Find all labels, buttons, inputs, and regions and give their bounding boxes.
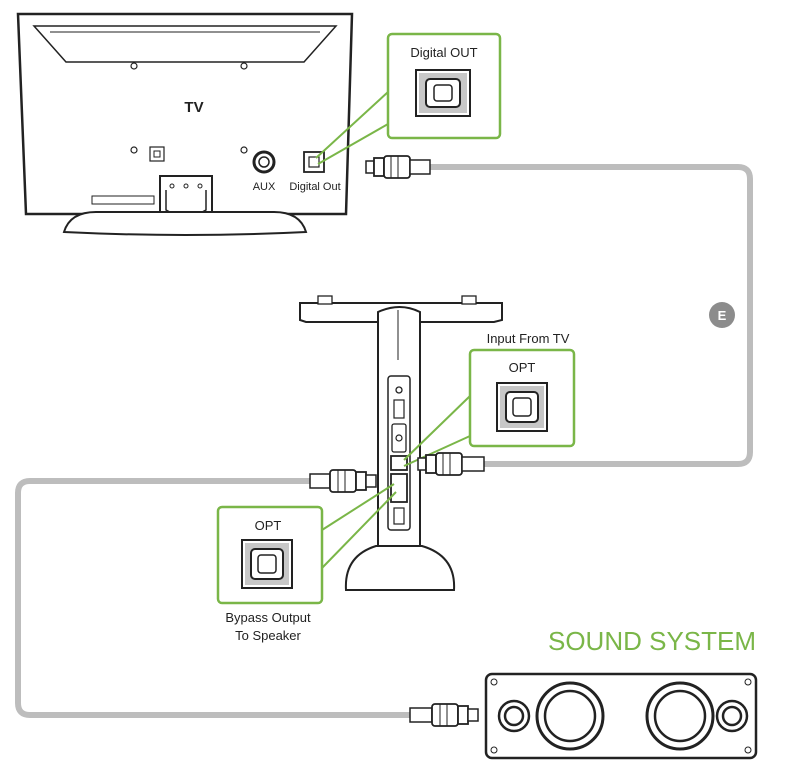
input-from-tv-caption: Input From TV	[487, 331, 570, 346]
transmitter-port-panel	[387, 375, 411, 531]
sound-system-speaker	[484, 672, 758, 760]
tv-digital-out-label: Digital Out	[289, 181, 340, 193]
callout-leader	[403, 435, 471, 467]
optical-plug-tv-end	[365, 155, 431, 179]
tv-optical-port-icon	[303, 151, 325, 173]
optical-port-icon	[415, 69, 471, 117]
optical-port-icon	[496, 382, 548, 432]
bypass-opt-label: OPT	[255, 518, 282, 533]
tv-label: TV	[184, 99, 203, 116]
speaker-woofer-icon	[535, 681, 605, 751]
callout-input-from-tv: Input From TV OPT	[403, 331, 576, 467]
tv-screws	[130, 62, 248, 154]
aux-port-icon	[252, 150, 276, 174]
aux-label: AUX	[253, 181, 276, 193]
bypass-caption-line1: Bypass Output	[225, 610, 311, 625]
callout-leader	[321, 491, 397, 569]
callout-digital-out-label: Digital OUT	[410, 45, 477, 60]
callout-leader	[317, 123, 389, 165]
optical-port-icon	[241, 539, 293, 589]
input-opt-label: OPT	[509, 360, 536, 375]
optical-plug-sound-system	[409, 703, 479, 727]
speaker-tweeter-icon	[497, 699, 531, 733]
optical-plug-transmitter-output	[309, 469, 377, 493]
cables	[15, 164, 753, 718]
cable-badge-label: E	[718, 308, 727, 323]
callout-leader	[403, 395, 471, 461]
callout-leader	[315, 91, 389, 159]
tv-stand	[62, 175, 308, 236]
tv-vent	[91, 195, 155, 205]
sound-system-title: SOUND SYSTEM	[548, 626, 756, 656]
optical-cable-e	[427, 164, 753, 467]
callout-leader	[321, 483, 395, 531]
callout-tv-digital-out: Digital OUT	[315, 32, 502, 165]
tv-set: TV AUX Digital Out	[16, 12, 354, 236]
bypass-caption-line2: To Speaker	[235, 628, 301, 643]
power-socket-icon	[149, 146, 165, 162]
speaker-tweeter-icon	[715, 699, 749, 733]
optical-cable-bypass	[15, 478, 415, 718]
speaker-woofer-icon	[645, 681, 715, 751]
transmitter-base	[344, 545, 456, 591]
cable-badge: E	[709, 302, 735, 328]
optical-plug-transmitter-input	[417, 452, 485, 476]
tv-back-panel	[32, 25, 338, 63]
callout-bypass-output: OPT Bypass Output To Speaker	[216, 483, 397, 643]
